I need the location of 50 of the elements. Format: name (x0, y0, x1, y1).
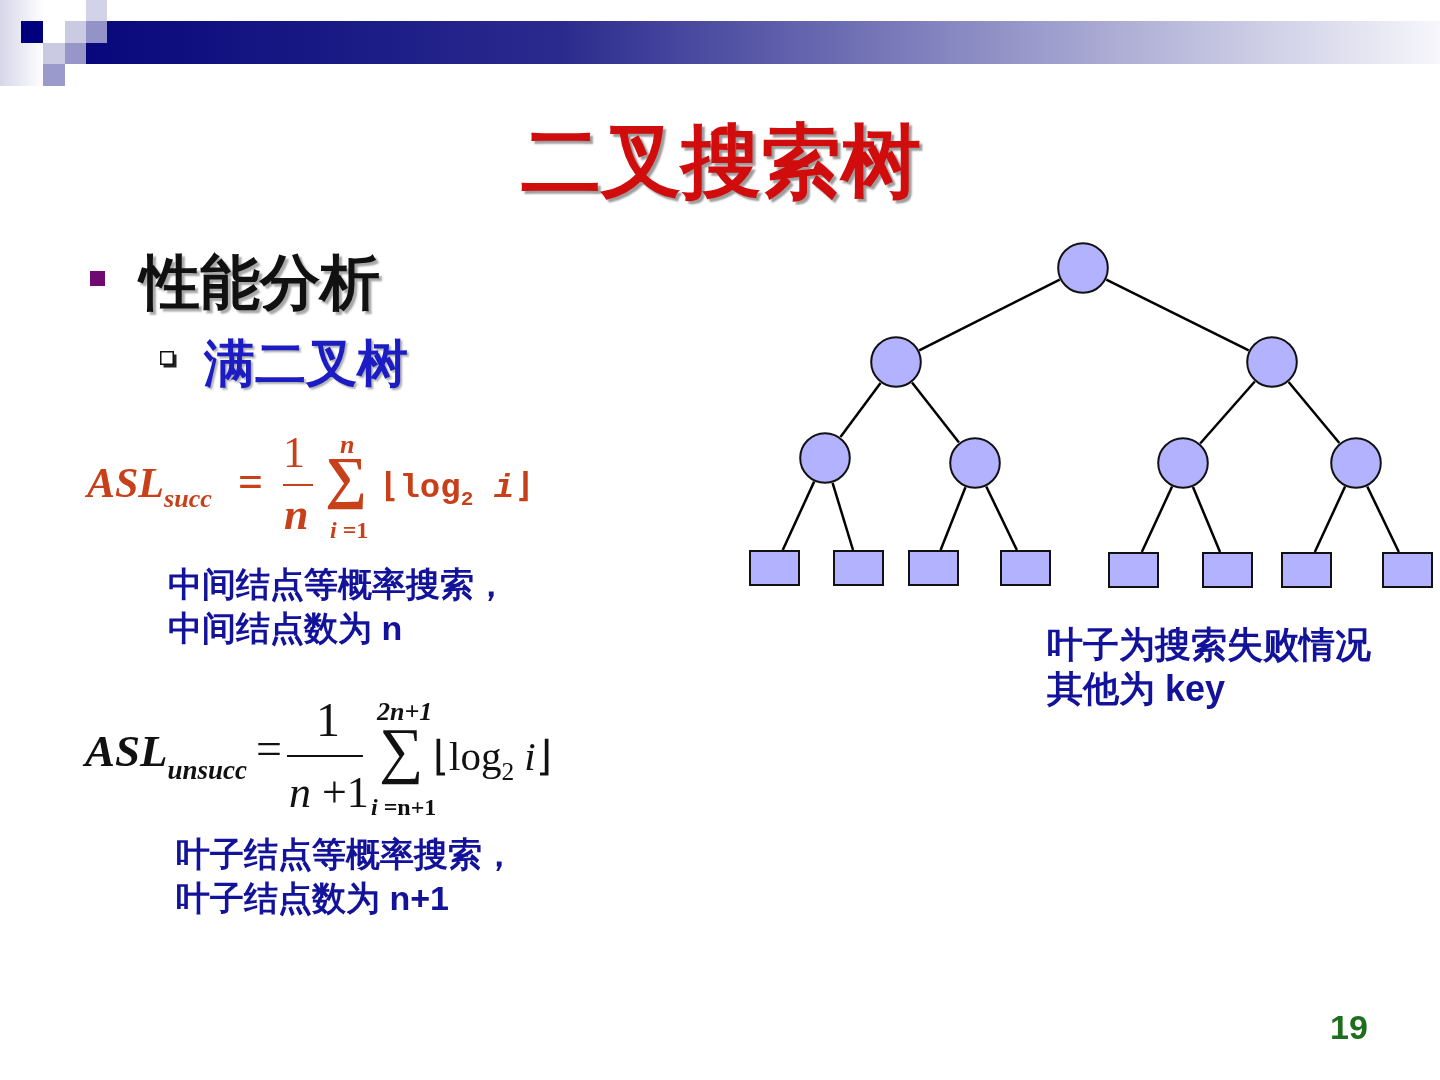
tree-edge (1313, 486, 1347, 553)
tree-edge (1287, 381, 1341, 444)
floor-term: ⌊log$_{2}$ i⌋ (433, 735, 552, 781)
tree-edge (1140, 486, 1174, 553)
tree-edge (985, 485, 1018, 551)
sum-upper-limit: n (340, 434, 355, 454)
sum-sign: ∑ (379, 726, 424, 786)
tree-edge (831, 482, 855, 551)
tree-edge (939, 486, 967, 551)
fraction-numerator: 1 (316, 701, 340, 738)
sum-sign: ∑ (325, 455, 367, 511)
node-circle (949, 437, 1001, 489)
floor-term: ⌊log$_{2}$ i⌋ (379, 470, 535, 509)
node-circle (1157, 437, 1209, 489)
tree-edge (1366, 485, 1400, 553)
leaf-square (1000, 550, 1051, 586)
leaf-square (1108, 552, 1159, 588)
page-number: 19 (1330, 1010, 1368, 1044)
leaf-square (1202, 552, 1253, 588)
sub-bullet-text: 满二叉树 (204, 338, 408, 389)
tree-edge (1191, 486, 1222, 553)
tree-edge (918, 278, 1061, 352)
note-text: 中间结点等概率搜索，中间结点数为 n (168, 564, 509, 649)
node-circle (1057, 242, 1109, 294)
node-circle (1246, 336, 1298, 388)
note-text: 叶子结点等概率搜索，叶子结点数为 n+1 (176, 834, 517, 919)
slide-title: 二叉搜索树 (521, 122, 921, 202)
tree-edge (911, 381, 960, 444)
node-circle (799, 432, 851, 484)
fraction-numerator: 1 (283, 435, 305, 469)
fraction-denominator: n +1 (289, 775, 369, 809)
leaf-square (749, 550, 800, 586)
node-circle (1330, 437, 1382, 489)
leaf-square (833, 550, 884, 586)
fraction-denominator: n (284, 497, 309, 531)
sum-upper-limit: 2n+1 (377, 701, 433, 721)
sum-lower-limit: i =n+1 (371, 797, 437, 816)
tree-edge (839, 382, 882, 438)
tree-edge (781, 481, 816, 551)
leaf-square (908, 550, 959, 586)
sum-lower-limit: i =1 (330, 520, 369, 539)
tree-edge (1199, 380, 1256, 445)
leaf-square (1382, 552, 1433, 588)
tree-edge (1105, 278, 1250, 352)
node-circle (870, 336, 922, 388)
equals-sign: = (238, 460, 264, 505)
note-text: 叶子为搜索失败情况其他为 key (1047, 623, 1372, 711)
equals-sign: = (256, 725, 282, 772)
formula-lhs: ASL$_{succ}$ (87, 461, 212, 508)
leaf-square (1281, 552, 1332, 588)
